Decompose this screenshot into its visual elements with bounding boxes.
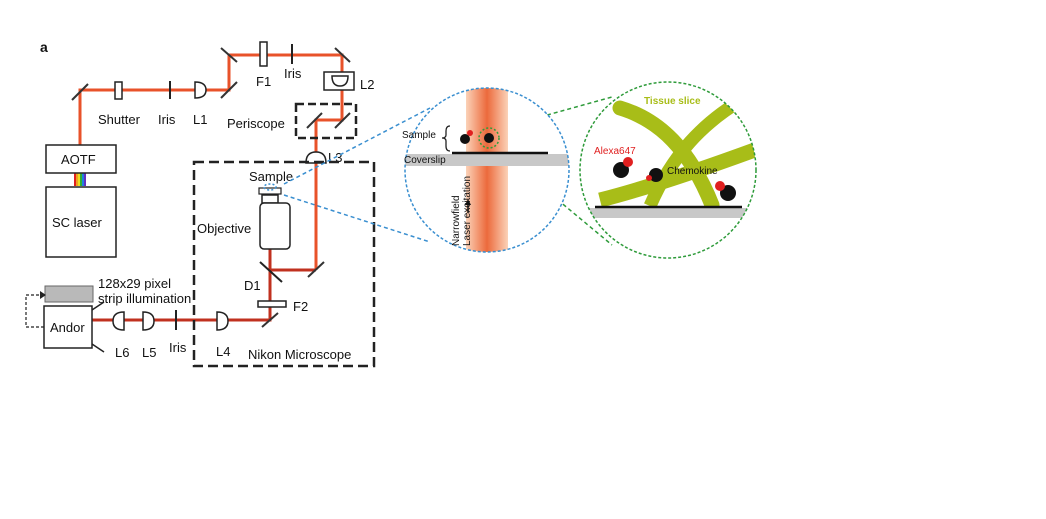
lens-l4-label: L4 [216,344,230,359]
periscope-label: Periscope [227,116,285,131]
andor-box [43,305,93,349]
sc-laser-box [45,186,117,258]
aotf-label: AOTF [61,152,96,167]
iris-1-label: Iris [158,112,176,127]
periscope-box [294,102,358,140]
objective-label: Objective [197,221,251,236]
filter-f2-label: F2 [293,299,308,314]
zoom-line-blue-bottom [283,194,431,243]
lens-l6-label: L6 [115,345,129,360]
excitation-beam [466,88,508,252]
filter-f2-icon [257,300,287,308]
inset-sample-label: Sample [402,130,436,141]
iris-2-label: Iris [284,66,302,81]
lens-l6-icon [112,311,125,331]
microscope-box [192,160,376,368]
beam-path-orange [78,53,344,270]
lens-l5-label: L5 [142,345,156,360]
filter-f1-label: F1 [256,74,271,89]
sc-laser-label: SC laser [52,215,103,230]
lens-l5-icon [142,311,155,331]
lens-l1-label: L1 [193,112,207,127]
panel-label: a [40,39,48,55]
sample-label: Sample [249,169,293,184]
chemokine-label: Chemokine [667,166,718,177]
aotf-box [45,144,117,174]
microscope-label: Nikon Microscope [248,347,351,362]
camera-label-line1: 128x29 pixel [98,276,171,291]
lens-l2-icon [323,71,355,91]
iris-3-label: Iris [169,340,187,355]
inset-tissue: Tissue slice Alexa647 Chemokine [579,81,757,259]
sample-marker [263,183,277,191]
coverslip-bar [405,154,569,166]
shutter-icon [114,81,123,100]
alexa-label: Alexa647 [594,146,636,157]
excitation-label-line1: Narrowfield [451,195,462,246]
mirrors [71,47,351,328]
inset-sample: Sample Coverslip Narrowfield Laser excit… [402,87,570,253]
camera-label-line2: strip illumination [98,291,191,306]
tissue-coverslip [585,208,755,218]
lens-l3-icon [305,151,327,164]
dichroic-d1-icon [259,261,283,283]
objective-icon [259,194,291,250]
filter-f1-icon [259,41,268,67]
dichroic-d1-label: D1 [244,278,261,293]
andor-label: Andor [50,320,85,335]
lens-l4-icon [216,311,229,331]
tissue-label: Tissue slice [644,96,701,107]
readout-arrow [25,294,44,328]
coverslip-label: Coverslip [404,155,446,166]
lens-l1-icon [194,81,207,99]
tissue-fiber-2 [598,140,756,208]
spectrum-fiber [74,172,86,186]
shutter-label: Shutter [98,112,141,127]
tissue-fiber-1 [612,100,720,213]
lens-l2-label: L2 [360,77,374,92]
sample-stage [258,187,282,195]
sample-brace [441,125,451,152]
strip-illumination [44,285,94,303]
